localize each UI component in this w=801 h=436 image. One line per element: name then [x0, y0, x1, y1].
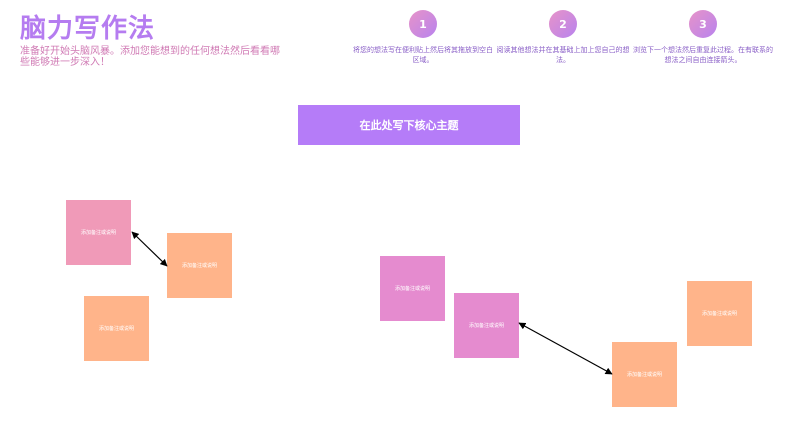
page-title: 脑力写作法	[20, 14, 156, 44]
sticky-note-2[interactable]: 添加备注或说明	[167, 233, 232, 298]
page-subtitle: 准备好开始头脑风暴。添加您能想到的任何想法然后看看哪些能够进一步深入！	[20, 46, 280, 68]
step-2-text: 阅读其他想法并在其基础上加上您自己的想法。	[496, 46, 630, 64]
step-2-badge: 2	[549, 10, 577, 38]
step-3-badge: 3	[689, 10, 717, 38]
sticky-note-6[interactable]: 添加备注或说明	[687, 281, 752, 346]
sticky-note-5[interactable]: 添加备注或说明	[454, 293, 519, 358]
step-3-text: 浏览下一个想法然后重复此过程。在有联系的想法之间自由连接箭头。	[633, 46, 773, 64]
core-topic-box[interactable]: 在此处写下核心主题	[298, 105, 520, 145]
sticky-note-1[interactable]: 添加备注或说明	[66, 200, 131, 265]
double-arrow-connector-1[interactable]	[131, 231, 168, 267]
step-1-text: 将您的想法写在便利贴上然后将其拖放到空白区域。	[353, 46, 493, 64]
sticky-note-7[interactable]: 添加备注或说明	[612, 342, 677, 407]
double-arrow-connector-2[interactable]	[518, 322, 613, 375]
sticky-note-3[interactable]: 添加备注或说明	[84, 296, 149, 361]
step-1-badge: 1	[409, 10, 437, 38]
sticky-note-4[interactable]: 添加备注或说明	[380, 256, 445, 321]
